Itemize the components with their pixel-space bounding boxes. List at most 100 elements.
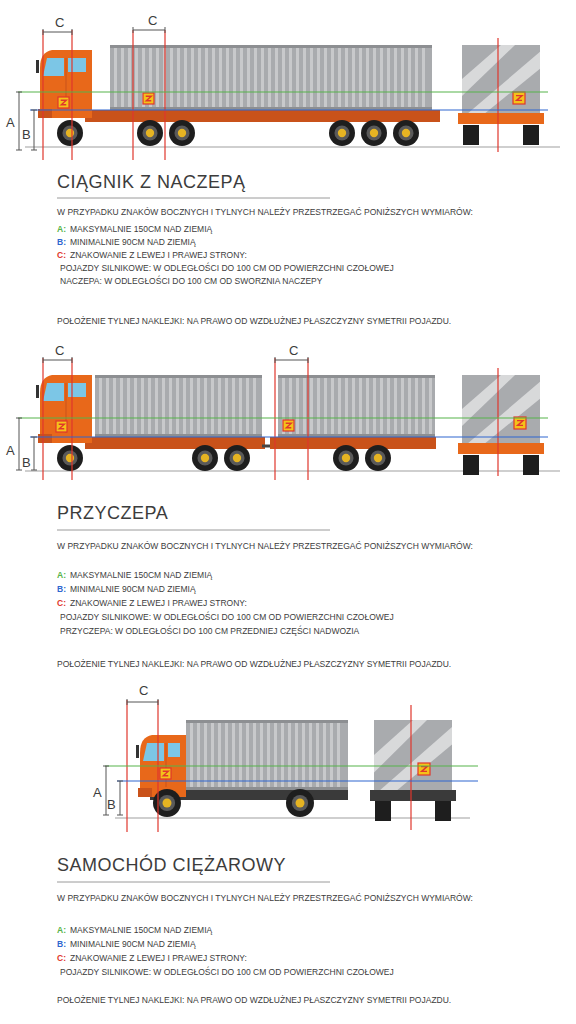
container-rib	[197, 378, 200, 434]
dimension-tick	[16, 92, 22, 93]
spec-text: ZNAKOWANIE Z LEWEJ I PRAWEJ STRONY:	[70, 598, 247, 608]
container-rib	[422, 48, 425, 107]
container-rib	[408, 48, 411, 107]
cab-side-window	[68, 58, 86, 72]
rear-wheel	[523, 125, 539, 145]
wheel-rim	[366, 125, 381, 140]
rear-wheel	[463, 455, 479, 475]
container-rib	[232, 723, 235, 787]
rear-container	[462, 45, 540, 113]
dimension-letter: C	[55, 343, 64, 359]
container-rib	[191, 48, 194, 107]
spec-key: C:	[57, 953, 66, 963]
wheel	[286, 789, 314, 817]
wheel-hub	[66, 454, 74, 462]
container-edge	[186, 787, 348, 790]
max-height-line	[18, 417, 548, 418]
container-rib	[162, 378, 165, 434]
spec-text: POJAZDY SILNIKOWE: W ODLEGŁOŚCI DO 100 C…	[60, 612, 394, 622]
spec-key: B:	[57, 237, 66, 247]
container-rib	[309, 723, 312, 787]
container-rib	[128, 48, 131, 107]
container-rib	[253, 378, 256, 434]
dimension-letter: C	[55, 15, 64, 31]
spec-text: POJAZDY SILNIKOWE: W ODLEGŁOŚCI DO 100 C…	[60, 967, 394, 977]
cab-windshield	[143, 743, 164, 761]
container-rib	[99, 378, 102, 434]
wheel	[365, 445, 391, 471]
dimension-bracket	[34, 437, 35, 470]
container-rib	[317, 48, 320, 107]
spec-text: POŁOŻENIE TYLNEJ NAKLEJKI: NA PRAWO OD W…	[57, 316, 451, 326]
spec-text: ZNAKOWANIE Z LEWEJ I PRAWEJ STRONY:	[70, 953, 247, 963]
rear-wheel	[375, 801, 391, 821]
marking-sticker	[143, 93, 154, 104]
dimension-tick	[117, 815, 123, 816]
wheel-hub	[66, 129, 74, 137]
container-rib	[254, 48, 257, 107]
container-rib	[275, 48, 278, 107]
ground-line	[115, 817, 470, 819]
container-rib	[289, 48, 292, 107]
truck-cab	[40, 375, 92, 443]
container-rib	[156, 48, 159, 107]
dimension-tick	[43, 29, 44, 35]
container-rib	[246, 378, 249, 434]
marking-sticker	[56, 421, 67, 432]
container-rib	[373, 378, 376, 434]
container-rib	[415, 378, 418, 434]
wheel	[153, 789, 181, 817]
cab-bumper	[138, 788, 152, 797]
container-rib	[246, 723, 249, 787]
container-rib	[302, 723, 305, 787]
spec-text: NACZEPA: W ODLEGŁOŚCI DO 100 CM OD SWORZ…	[60, 276, 322, 286]
container-rib	[225, 378, 228, 434]
container-rib	[408, 378, 411, 434]
rear-chassis	[458, 113, 544, 124]
container-rib	[198, 48, 201, 107]
wheel-hub	[146, 129, 154, 137]
container-rib	[212, 48, 215, 107]
min-height-line	[30, 109, 548, 110]
container-rib	[352, 48, 355, 107]
container-rib	[148, 378, 151, 434]
wheel-hub	[342, 454, 350, 462]
dimension-tick	[16, 150, 22, 151]
container-rib	[205, 48, 208, 107]
container-rib	[401, 378, 404, 434]
dimension-tick	[16, 418, 22, 419]
container-rib	[204, 378, 207, 434]
dimension-tick	[31, 110, 37, 111]
container-rib	[183, 378, 186, 434]
wheel-rim	[398, 125, 413, 140]
cab-side-window	[168, 743, 180, 757]
wheel-hub	[233, 454, 241, 462]
marking-zone-line	[42, 30, 43, 160]
dimension-tick	[31, 470, 37, 471]
spec-key: B:	[57, 939, 66, 949]
sticker-symbol	[163, 771, 169, 775]
container-rib	[170, 48, 173, 107]
spec-key: C:	[57, 598, 66, 608]
wheel-rim	[229, 450, 244, 465]
container-rib	[323, 723, 326, 787]
container-rib	[359, 378, 362, 434]
max-height-line	[18, 91, 548, 92]
ground-line	[25, 146, 560, 148]
container-rib	[366, 48, 369, 107]
container-rib	[261, 48, 264, 107]
cab-mirror	[36, 60, 39, 73]
container-rib	[211, 723, 214, 787]
section-heading: CIĄGNIK Z NACZEPĄ	[57, 172, 246, 194]
container	[110, 45, 432, 110]
container-rib	[281, 723, 284, 787]
container-rib	[288, 723, 291, 787]
spec-text: POJAZDY SILNIKOWE: W ODLEGŁOŚCI DO 100 C…	[60, 263, 394, 273]
rear-chassis	[458, 443, 544, 454]
container-rib	[141, 378, 144, 434]
container-rib	[394, 378, 397, 434]
rear-stripe	[468, 52, 540, 113]
container-rib	[310, 378, 313, 434]
spec-text: MAKSYMALNIE 150CM NAD ZIEMIĄ	[70, 925, 212, 935]
container-rib	[331, 378, 334, 434]
